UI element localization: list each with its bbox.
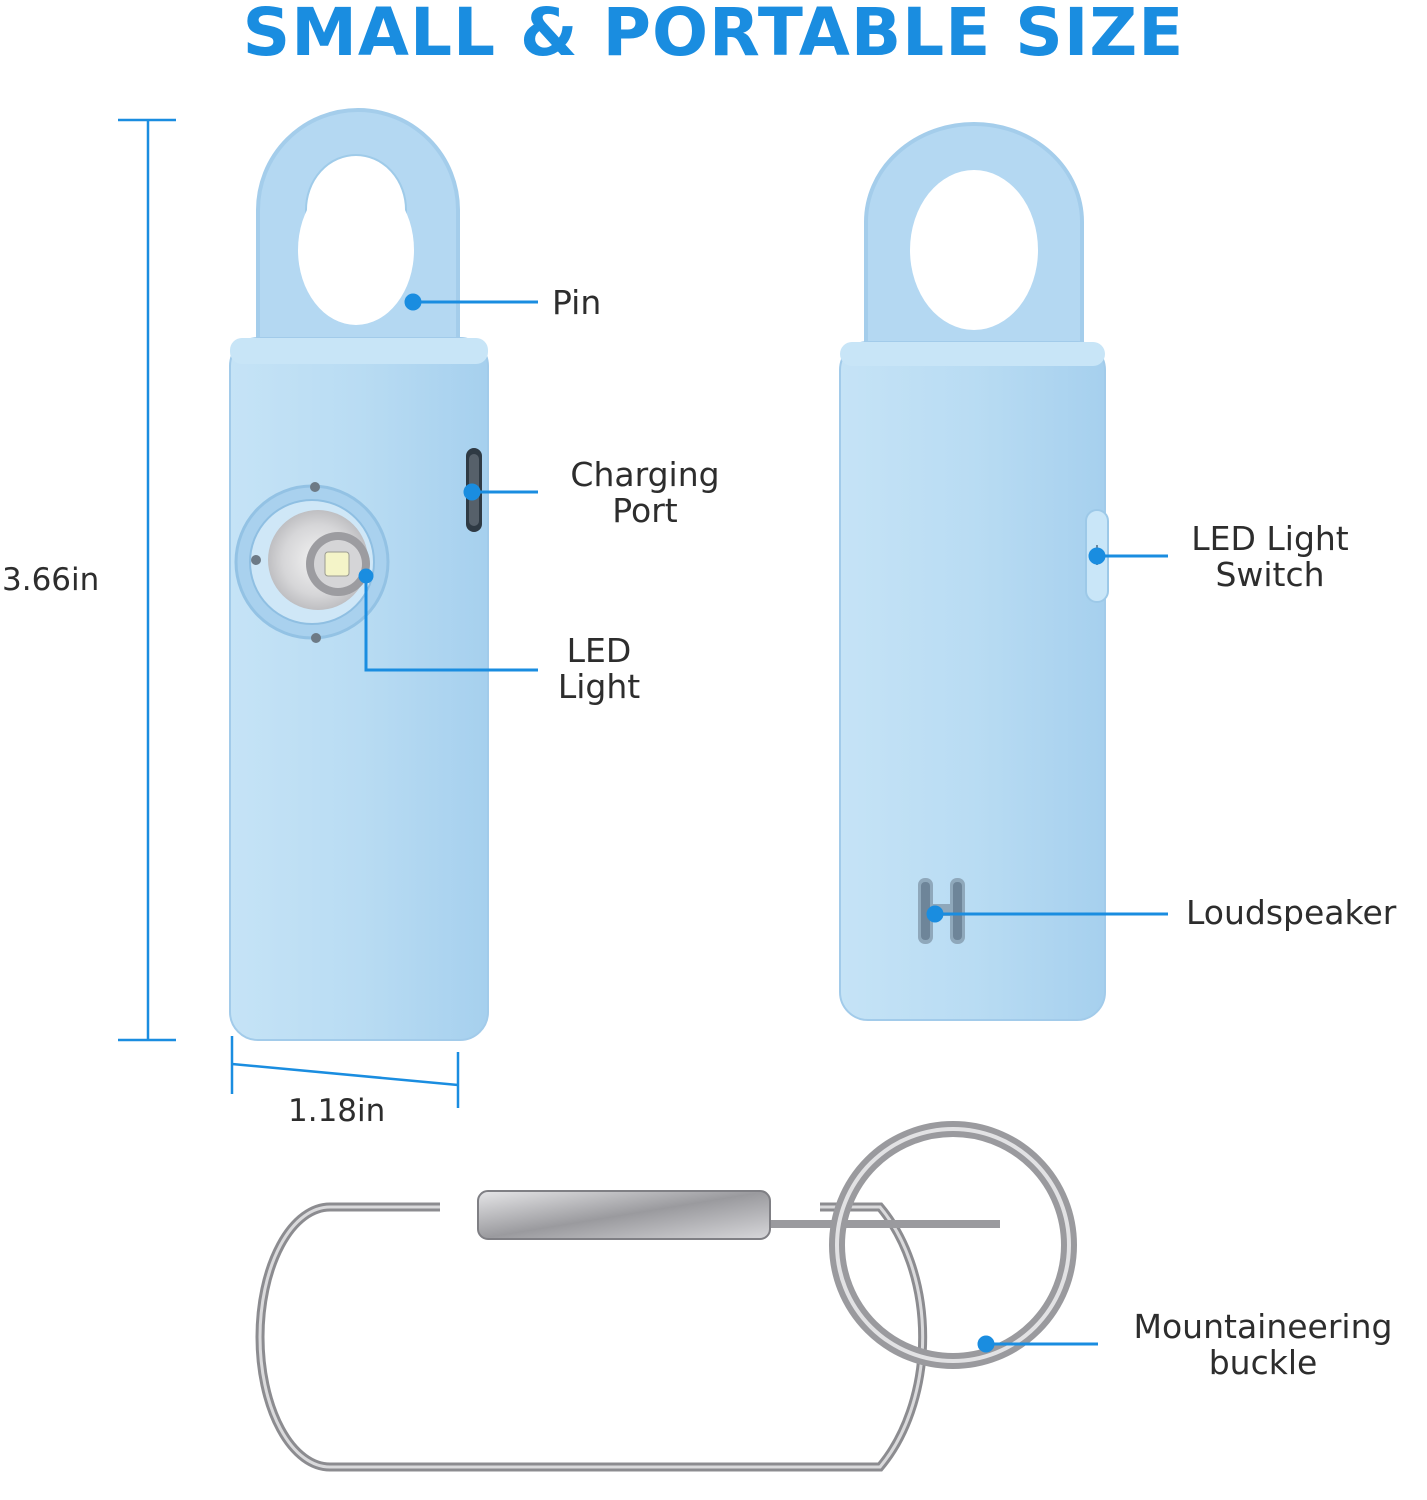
charging-port-label: Charging Port: [570, 455, 720, 530]
callout-lines: [358, 293, 1168, 1353]
height-dimension: [118, 118, 176, 1042]
led-light-switch-label: LED Light Switch: [1191, 519, 1349, 594]
led-light-label: LED Light: [557, 631, 641, 706]
device-front: [229, 108, 489, 1041]
width-label: 1.18in: [288, 1093, 386, 1129]
page-title: SMALL & PORTABLE SIZE: [242, 0, 1185, 71]
width-dimension: [230, 1036, 460, 1108]
pin-label: Pin: [552, 283, 602, 322]
mountaineering-buckle-label: Mountaineering buckle: [1133, 1307, 1393, 1382]
device-body-back: [839, 341, 1106, 1021]
device-body-front: [229, 337, 489, 1041]
carabiner-sleeve: [477, 1190, 771, 1240]
keyring-carabiner-icon: [255, 1121, 1077, 1472]
loudspeaker-label: Loudspeaker: [1186, 893, 1397, 932]
speaker-grille-icon: [918, 878, 965, 944]
height-label: 3.66in: [2, 562, 100, 598]
led-light-icon: [234, 482, 390, 643]
device-back: [839, 122, 1109, 1021]
